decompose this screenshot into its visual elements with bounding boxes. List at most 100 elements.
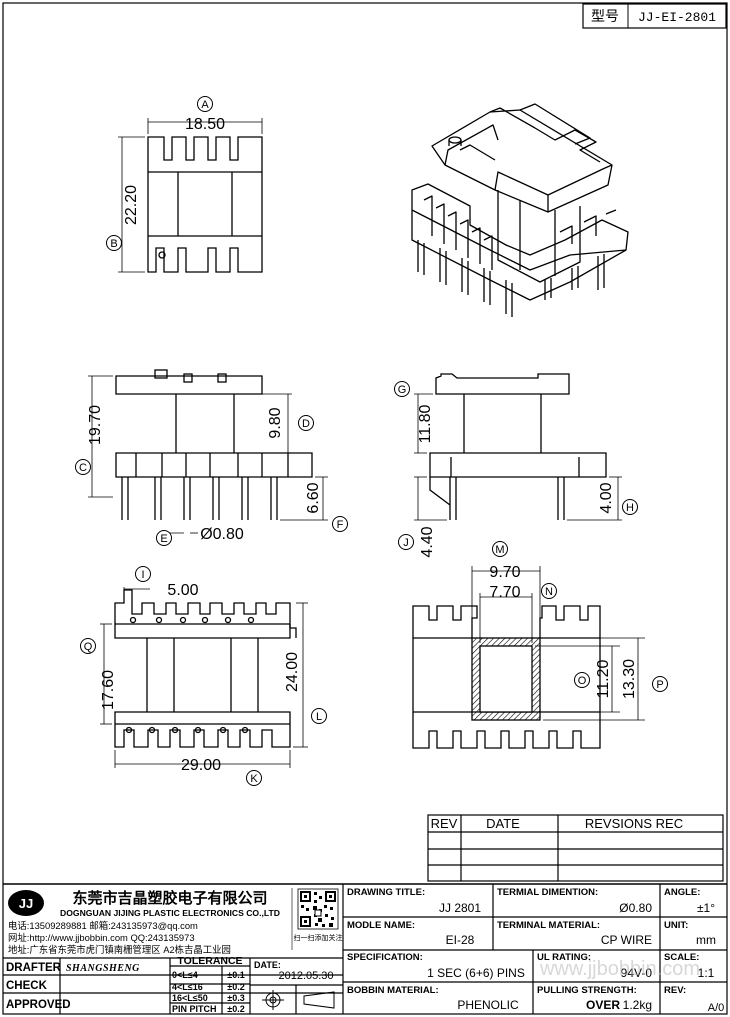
model-header: 型号 JJ-EI-2801 (582, 3, 727, 29)
qr-caption: 扫一扫添加关注 (294, 933, 343, 942)
dim-H-value: 4.00 (598, 482, 615, 513)
tolerance-value-1: ±0.1 (227, 970, 244, 980)
svg-text:L: L (316, 711, 322, 723)
specification-label: SPECIFICATION: (347, 952, 423, 963)
front-view (88, 369, 328, 534)
dim-D-value: 9.80 (267, 407, 284, 438)
unit-label: UNIT: (664, 920, 688, 931)
callout-P: P (652, 676, 668, 692)
company-web: 网址:http://www.jjbobbin.com QQ:243135973 (8, 932, 195, 943)
svg-text:K: K (250, 773, 258, 785)
date-value: 2012.05.30 (278, 970, 333, 982)
company-block: JJ 东莞市吉晶塑胶电子有限公司 DOGNGUAN JIJING PLASTIC… (8, 888, 343, 955)
callout-N: N (541, 583, 557, 599)
specification-value: 1 SEC (6+6) PINS (427, 966, 525, 980)
callout-H: H (622, 499, 638, 515)
dim-L-value: 24.00 (284, 652, 301, 692)
ul-rating-label: UL RATING: (537, 952, 591, 963)
company-name-cn: 东莞市吉晶塑胶电子有限公司 (72, 889, 267, 907)
terminal-material-value: CP WIRE (601, 933, 652, 947)
angle-label: ANGLE: (664, 887, 700, 898)
company-address: 地址:广东省东莞市虎门镇南栅管理区 A2栋吉晶工业园 (8, 944, 231, 955)
title-block-grid (3, 883, 727, 1014)
svg-text:M: M (495, 544, 504, 556)
model-value: JJ-EI-2801 (638, 10, 716, 25)
top-view (118, 118, 263, 273)
projection-symbol (262, 990, 335, 1010)
tolerance-value-3: ±0.3 (227, 993, 244, 1003)
qr-code (297, 888, 339, 930)
drafter-label: DRAFTER (6, 962, 62, 974)
callout-F: F (332, 516, 348, 532)
bobbin-material-label: BOBBIN MATERIAL: (347, 985, 439, 996)
rev-label: REV: (664, 985, 686, 996)
drafter-signature: SHANGSHENG (66, 963, 140, 974)
dim-G-value: 11.80 (417, 404, 434, 443)
dim-C-value: 19.70 (87, 405, 104, 445)
dim-Q-value: 17.60 (100, 670, 117, 710)
dim-A-value: 18.50 (185, 116, 225, 133)
callout-D: D (298, 415, 314, 431)
callout-L: L (311, 708, 327, 724)
tolerance-value-2: ±0.2 (227, 982, 244, 992)
pulling-strength-value: 1.2kg (623, 998, 652, 1012)
svg-text:Q: Q (84, 641, 93, 653)
callout-O: O (574, 672, 590, 688)
callout-K: K (246, 770, 262, 786)
scale-label: SCALE: (664, 952, 699, 963)
check-label: CHECK (6, 980, 48, 992)
company-name-en: DOGNGUAN JIJING PLASTIC ELECTRONICS CO.,… (60, 908, 280, 918)
svg-text:E: E (160, 533, 167, 545)
drawing-title-value: JJ 2801 (439, 901, 481, 915)
angle-value: ±1° (697, 901, 715, 915)
watermark: www.jjbobbin.com (539, 958, 700, 980)
tolerance-range-2: 4<L≤16 (172, 982, 203, 992)
tolerance-value-4: ±0.2 (227, 1004, 244, 1014)
model-label: 型号 (591, 8, 619, 24)
dim-E-value: Ø0.80 (200, 526, 244, 543)
drawing-title-label: DRAWING TITLE: (347, 887, 425, 898)
rev-col-rev: REV (431, 816, 458, 831)
svg-text:A: A (201, 99, 209, 111)
callouts: A B C D E F G H I J K L M N O P Q (75, 96, 668, 786)
callout-A: A (197, 96, 213, 112)
callout-J: J (398, 534, 414, 550)
terminal-dimention-value: Ø0.80 (619, 901, 652, 915)
title-fields: DRAWING TITLE: JJ 2801 TERMIAL DIMENTION… (347, 887, 724, 1014)
ul-rating-value: 94V-0 (621, 966, 653, 980)
rev-value: A/0 (708, 1002, 725, 1014)
callout-B: B (106, 235, 122, 251)
svg-text:C: C (79, 462, 87, 474)
dim-K-value: 29.00 (181, 757, 221, 774)
dim-B-value: 22.20 (123, 185, 140, 225)
company-phone: 电话:13509289881 邮箱:243135973@qq.com (8, 920, 198, 931)
dim-M-value: 9.70 (489, 564, 520, 581)
bobbin-material-value: PHENOLIC (457, 998, 519, 1012)
dim-F-value: 6.60 (305, 482, 322, 513)
terminal-dimention-label: TERMIAL DIMENTION: (497, 887, 598, 898)
tolerance-range-4: PIN PITCH (172, 1004, 217, 1014)
dim-J-value: 4.40 (419, 526, 436, 557)
callout-I: I (135, 566, 151, 582)
svg-text:I: I (141, 569, 144, 581)
rev-col-date: DATE (486, 816, 520, 831)
bottom-view (100, 587, 308, 768)
svg-text:O: O (578, 675, 587, 687)
isometric-view (411, 103, 629, 317)
tolerance-label: TOLERANCE (177, 955, 242, 967)
svg-text:N: N (545, 586, 553, 598)
dim-O-value: 11.20 (595, 659, 612, 698)
callout-Q: Q (80, 638, 96, 654)
approval-block: DRAFTER SHANGSHENG CHECK APPROVED TOLERA… (6, 955, 334, 1014)
dim-N-value: 7.70 (489, 584, 520, 601)
callout-C: C (75, 459, 91, 475)
svg-text:H: H (626, 502, 634, 514)
revision-table (427, 814, 724, 882)
callout-G: G (394, 381, 410, 397)
model-name-label: MODLE NAME: (347, 920, 415, 931)
date-label: DATE: (254, 960, 281, 970)
side-view (414, 373, 622, 521)
svg-text:P: P (656, 679, 663, 691)
svg-text:F: F (337, 519, 344, 531)
